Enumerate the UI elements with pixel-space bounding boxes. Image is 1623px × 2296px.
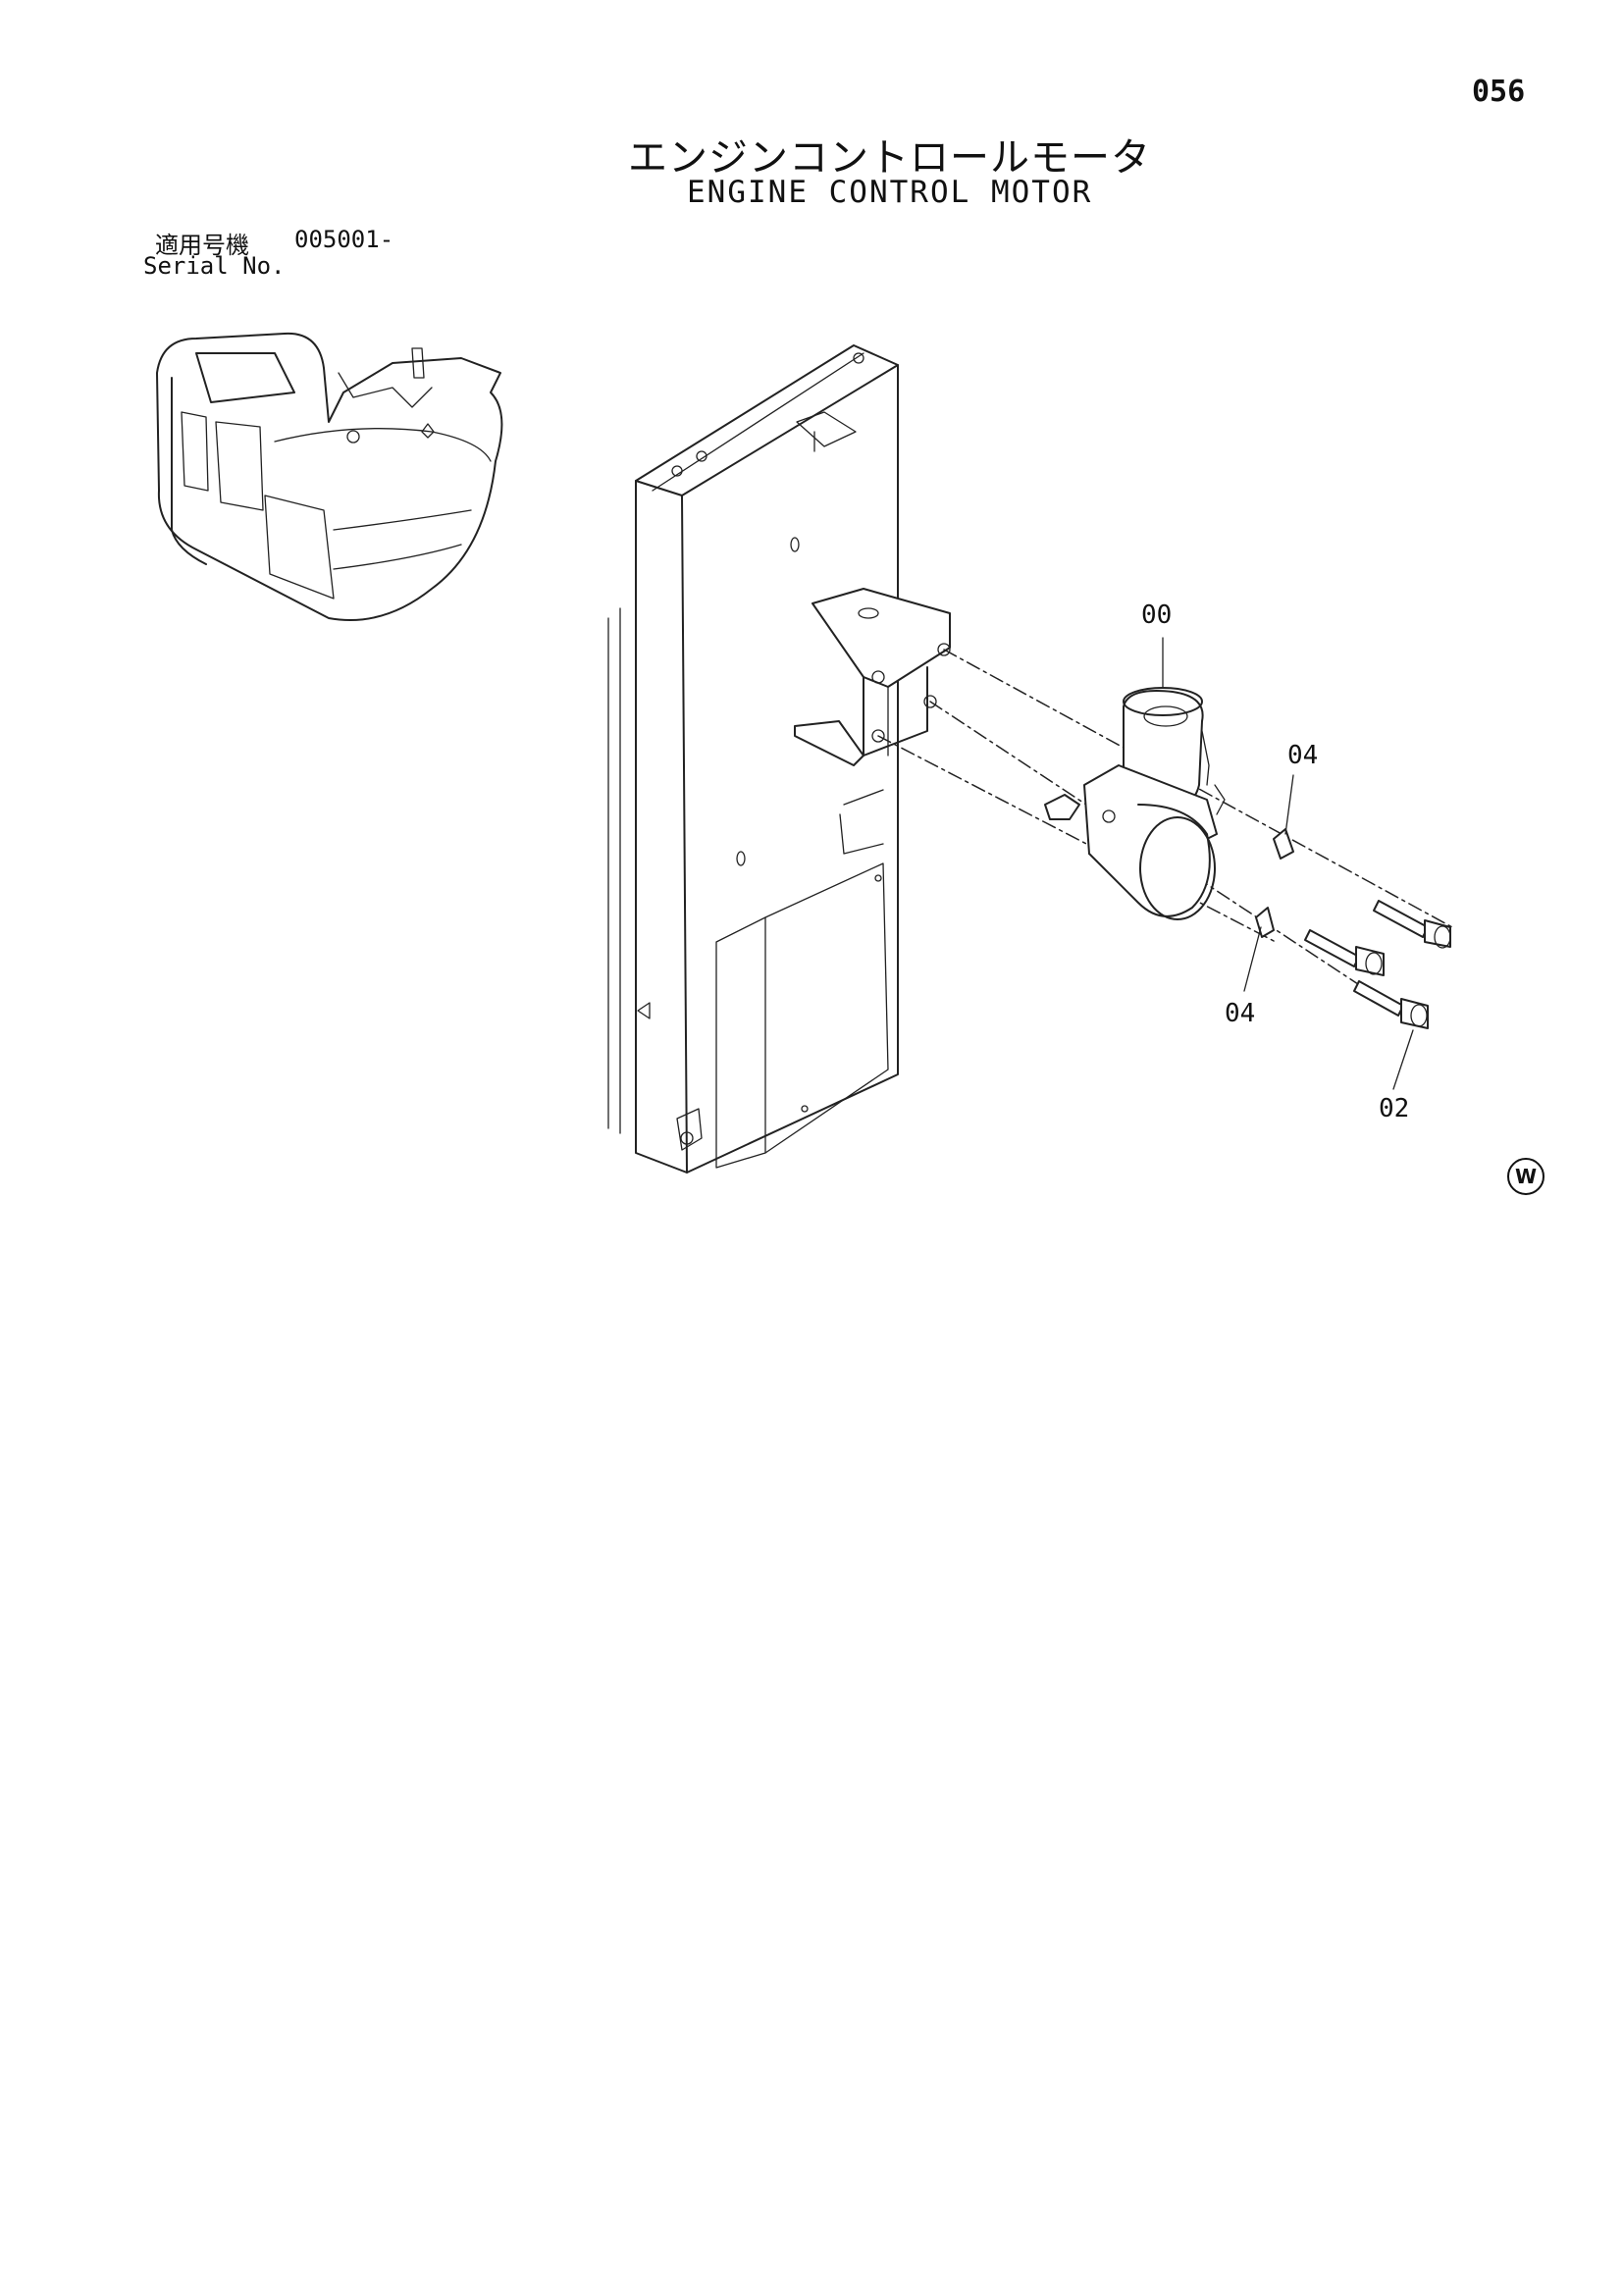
page-number: 056 <box>1472 75 1526 109</box>
serial-number: 005001- <box>294 226 394 253</box>
mounting-panel <box>607 344 899 1174</box>
motor-bracket <box>794 588 951 766</box>
page-title-english: ENGINE CONTROL MOTOR <box>687 175 1093 210</box>
serial-label-english: Serial No. <box>143 252 286 280</box>
serial-label-japanese: 適用号機 <box>155 232 249 259</box>
washers <box>1255 828 1294 938</box>
bolts <box>1304 900 1451 1029</box>
version-mark: W <box>1507 1158 1544 1195</box>
leader-lines <box>1162 637 1414 1090</box>
engine-control-motor <box>1044 687 1226 920</box>
callout-motor: 00 <box>1141 600 1173 630</box>
assembly-lines <box>877 649 1453 1021</box>
machine-overview-illustration <box>156 332 503 621</box>
callout-bolt: 02 <box>1379 1094 1410 1123</box>
callout-washer-lower: 04 <box>1225 999 1256 1028</box>
callout-washer-upper: 04 <box>1287 741 1319 770</box>
page-title-japanese: エンジンコントロールモータ <box>628 135 1151 181</box>
